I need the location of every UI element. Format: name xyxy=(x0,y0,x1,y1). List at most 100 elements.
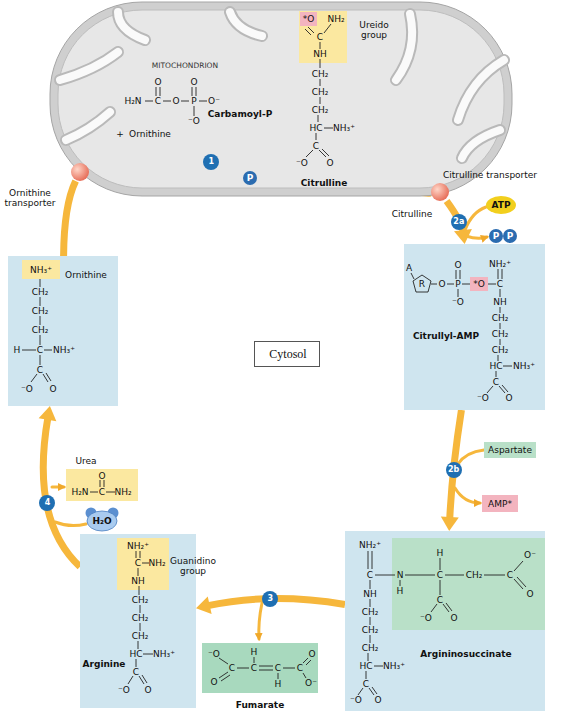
atom-label: NH₃⁺ xyxy=(153,649,175,659)
arrow-head xyxy=(441,517,459,531)
atom-label: CH₂ xyxy=(32,306,49,316)
compound-name: P xyxy=(507,231,514,241)
amino-group: NH₃⁺ xyxy=(22,260,60,279)
atom-label: ⁻O xyxy=(477,393,489,403)
atom-label: H xyxy=(437,548,444,558)
atom-label: CH₂ xyxy=(32,287,49,297)
atom-label: O xyxy=(374,695,381,705)
atom-label: C xyxy=(493,377,499,387)
cycle-arrow xyxy=(64,181,76,256)
phosphate-circle: P xyxy=(489,229,503,243)
atom-label: H xyxy=(14,345,21,355)
compound-name: Argininosuccinate xyxy=(420,649,511,659)
text-label: Ornithine xyxy=(129,129,171,139)
structure-panel: AROPO⁻OCNH₂⁺NHCH₂CH₂CH₂HCNH₃⁺C⁻OOCitrull… xyxy=(404,244,545,410)
atom-label: CH₂ xyxy=(492,313,509,323)
atom-label: NH xyxy=(493,297,507,307)
arrow-head xyxy=(39,406,57,421)
arrow-shaft xyxy=(64,181,76,256)
atom-label: H xyxy=(275,679,282,689)
release-arrow xyxy=(455,488,480,503)
atom-label: CH₂ xyxy=(132,613,149,623)
atom-label: C xyxy=(367,570,373,580)
atom-label: ⁻O xyxy=(350,695,362,705)
atom-label: O xyxy=(190,77,197,87)
atom-label: O⁻ xyxy=(208,96,220,106)
compound-name: H₂O xyxy=(92,516,111,526)
compound-name: Citrullyl-AMP xyxy=(413,331,479,341)
transporter: Ornithine transporter xyxy=(71,163,89,181)
atom-label: CH₂ xyxy=(312,87,329,97)
atom-label: C xyxy=(437,595,443,605)
labelled-oxygen: *O xyxy=(300,12,317,26)
atom-label: O xyxy=(526,589,533,599)
atom-label: CH₂ xyxy=(32,325,49,335)
atom-label: C xyxy=(99,487,105,497)
structure-panel: OrnithineCH₂CH₂CH₂HCNH₃⁺C⁻OONH₃⁺ xyxy=(8,256,118,406)
atom-label: A xyxy=(406,263,412,273)
structure-panel: NH₂⁺CNHCH₂CH₂CH₂HCNH₃⁺C⁻OOArgininosuccin… xyxy=(345,531,545,711)
compound-name: P xyxy=(247,173,254,183)
input-arrow xyxy=(55,522,86,526)
atom-label: C xyxy=(297,663,303,673)
atom-label: O xyxy=(210,677,217,687)
atom-label: NH₃⁺ xyxy=(30,264,52,274)
atom-label: NH₂⁺ xyxy=(127,541,149,551)
atom-label: NH₂⁺ xyxy=(489,259,511,269)
labelled-oxygen: *O xyxy=(470,277,488,291)
atom-label: O xyxy=(308,649,315,659)
atom-label: C xyxy=(275,663,281,673)
atom-label: NH xyxy=(313,49,327,59)
atom-label: ⁻O xyxy=(208,649,220,659)
atom-label: *O xyxy=(473,279,485,289)
atom-label: O xyxy=(98,471,105,481)
atom-label: HC xyxy=(129,649,142,659)
name-label: Cytosol xyxy=(269,348,306,362)
atom-label: C xyxy=(37,345,43,355)
compound-name: Citrulline xyxy=(301,178,348,188)
name-label: Ureido group xyxy=(354,20,394,41)
atom-label: NH xyxy=(363,589,377,599)
atom-label: O xyxy=(326,158,333,168)
phosphate-circle: P xyxy=(243,171,257,185)
compound-name: ATP xyxy=(491,200,510,210)
atom-label: AMP* xyxy=(488,498,512,508)
atom-label: CH₂ xyxy=(492,329,509,339)
name-label: Ornithine transporter xyxy=(2,188,58,209)
transporter: Citrulline transporter xyxy=(431,183,449,201)
atom-label: P xyxy=(191,96,196,106)
compartment-label: Cytosol xyxy=(254,341,320,367)
fumarate-box: ⁻OOCCHCHCOO⁻Fumarate xyxy=(202,643,318,693)
product-box: AMP* xyxy=(482,495,518,512)
atom-label: CH₂ xyxy=(362,643,379,653)
bond-lines xyxy=(404,244,545,410)
atom-label: NH₃⁺ xyxy=(513,361,535,371)
atom-label: C xyxy=(317,32,323,42)
urea-box: UreaOH₂NCNH₂ xyxy=(66,469,138,501)
atp-oval: ATP xyxy=(486,196,516,214)
cycle-arrow xyxy=(441,410,462,531)
callout-number: 2b xyxy=(446,462,462,478)
atom-label: *O xyxy=(303,14,315,24)
atom-label: N xyxy=(397,570,404,580)
callout-number: 4 xyxy=(39,495,55,511)
atom-label: O⁻ xyxy=(305,678,317,688)
callout-number: 2a xyxy=(451,214,467,230)
water-molecule: H₂O xyxy=(86,511,118,531)
name-label: Ornithine xyxy=(65,270,107,280)
atom-label: C xyxy=(135,558,141,568)
release-arrow xyxy=(466,236,487,238)
atom-label: C xyxy=(507,570,513,580)
atom-label: CH₂ xyxy=(362,625,379,635)
atom-label: O xyxy=(154,77,161,87)
compound-name: Fumarate xyxy=(236,700,284,710)
atom-label: ⁻O xyxy=(452,297,464,307)
atom-label: NH₂ xyxy=(114,487,131,497)
atom-label: CH₂ xyxy=(312,69,329,79)
atom-label: CH₂ xyxy=(466,570,483,580)
release-arrow xyxy=(52,486,64,489)
atom-label: NH₃⁺ xyxy=(333,123,355,133)
atom-label: H₂N xyxy=(71,487,88,497)
atom-label: R xyxy=(419,279,425,289)
